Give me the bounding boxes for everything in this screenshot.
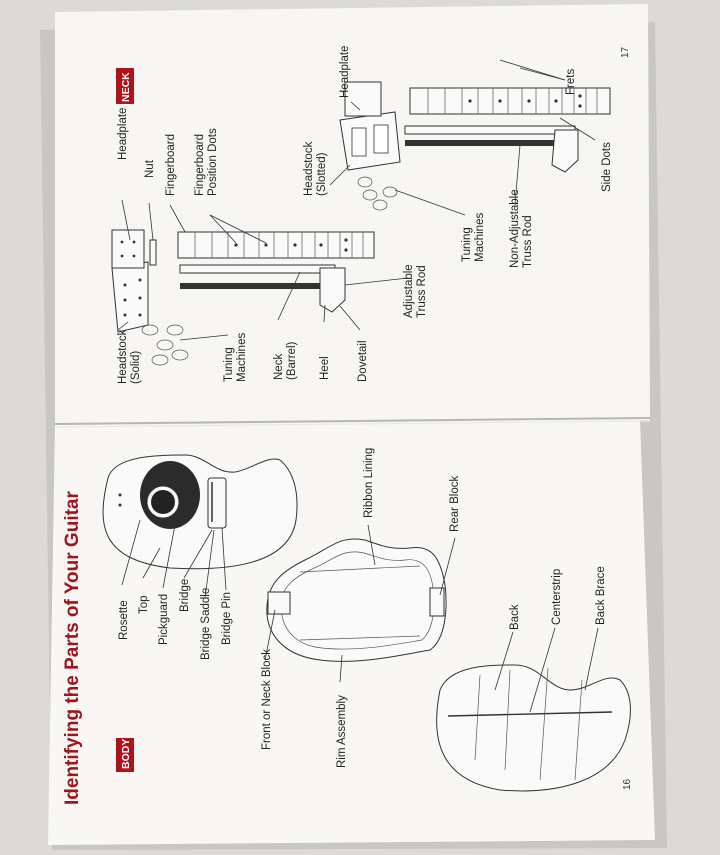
page-number-left: 16 (622, 778, 633, 790)
label-tuning-machines-bottom-2: Machines (474, 213, 486, 262)
label-fingerboard-position-dots-2: Position Dots (207, 128, 219, 196)
neck-bottom-leader-lines (329, 59, 596, 216)
label-fingerboard: Fingerboard (165, 134, 177, 196)
heel-slotted (551, 129, 579, 173)
label-headstock-solid-2: (Solid) (130, 351, 142, 384)
label-back: Back (509, 604, 521, 630)
rim-inner (280, 551, 435, 650)
label-bridge-saddle: Bridge Saddle (200, 588, 212, 660)
neck-top-leader-lines (117, 199, 409, 341)
label-ribbon-lining: Ribbon Lining (363, 448, 375, 518)
label-dovetail: Dovetail (357, 340, 369, 382)
label-fingerboard-position-dots-1: Fingerboard (194, 134, 206, 196)
label-non-adjustable-truss-rod-1: Non-Adjustable (509, 189, 521, 268)
heel-dovetail (319, 267, 346, 313)
label-headstock-solid-1: Headstock (117, 329, 129, 384)
centerstrip-line (447, 711, 613, 717)
label-nut: Nut (144, 159, 156, 178)
headstock-slotted-shape (339, 111, 401, 171)
truss-rod-adjustable (180, 283, 335, 289)
label-side-dots: Side Dots (601, 142, 613, 192)
guitar-top-drawing (102, 454, 298, 570)
fingerboard-slotted-drawing (344, 81, 611, 117)
rim-leader-lines (264, 524, 456, 683)
neck-block (267, 591, 291, 615)
label-top: Top (138, 595, 150, 614)
tuning-machines-slotted-group (357, 176, 398, 211)
label-rear-block: Rear Block (449, 476, 461, 532)
fingerboard-bottom-bar (409, 87, 611, 115)
label-headplate-top: Headplate (117, 108, 129, 160)
top-leader-lines (121, 519, 227, 599)
soundhole (151, 490, 175, 514)
rear-block (429, 587, 445, 617)
back-leader-lines (494, 627, 599, 713)
neck-barrel-bar (179, 264, 336, 274)
back-outline (436, 664, 631, 792)
label-tuning-machines-top-2: Machines (236, 333, 248, 382)
neck-section-tag: NECK (116, 68, 134, 104)
upper-page (55, 4, 650, 425)
label-front-neck-block: Front or Neck Block (261, 649, 273, 750)
label-centerstrip: Centerstrip (551, 569, 563, 625)
nut-solid (149, 239, 157, 266)
label-neck-barrel-2: (Barrel) (286, 341, 298, 380)
body-tag-text: BODY (120, 739, 132, 769)
neck-solid-drawing (111, 239, 346, 366)
label-neck-barrel-1: Neck (273, 354, 285, 380)
fingerboard-top-bar (177, 231, 375, 259)
label-headstock-slotted-1: Headstock (303, 141, 315, 196)
label-bridge-pin: Bridge Pin (221, 592, 233, 645)
label-adjustable-truss-rod-1: Adjustable (403, 264, 415, 318)
label-rosette: Rosette (118, 600, 130, 640)
fingerboard-solid-drawing (111, 229, 375, 269)
label-frets: Frets (565, 69, 577, 95)
guitar-body-outline (102, 454, 298, 570)
guitar-back-drawing (436, 664, 631, 792)
label-adjustable-truss-rod-2: Truss Rod (416, 265, 428, 318)
label-back-brace: Back Brace (595, 566, 607, 625)
spine-highlight (54, 420, 651, 428)
label-headplate-bottom: Headplate (339, 46, 351, 98)
headplate-bottom (344, 81, 382, 117)
page-number-right: 17 (620, 46, 631, 58)
bridge-shape (207, 477, 227, 529)
rim-assembly-drawing (266, 538, 447, 662)
label-non-adjustable-truss-rod-2: Truss Rod (522, 215, 534, 268)
headstock-solid-shape (111, 261, 149, 333)
spine-fold (54, 417, 651, 425)
fret-lines-bottom (427, 88, 598, 114)
page-title: Identifying the Parts of Your Guitar (62, 491, 83, 805)
truss-rod-non-adjustable (405, 140, 575, 146)
label-tuning-machines-top-1: Tuning (223, 347, 235, 382)
label-tuning-machines-bottom-1: Tuning (461, 227, 473, 262)
body-section-tag: BODY (116, 738, 134, 772)
tuning-machines-solid-group (141, 324, 189, 366)
fret-lines-top (194, 232, 364, 258)
label-rim-assembly: Rim Assembly (336, 695, 348, 768)
label-bridge: Bridge (179, 579, 191, 612)
neck-tag-text: NECK (120, 72, 132, 102)
neck-slotted-bar (404, 125, 576, 135)
label-heel: Heel (319, 356, 331, 380)
headplate-top (111, 229, 145, 269)
label-headstock-slotted-2: (Slotted) (316, 152, 328, 196)
label-pickguard: Pickguard (158, 594, 170, 645)
